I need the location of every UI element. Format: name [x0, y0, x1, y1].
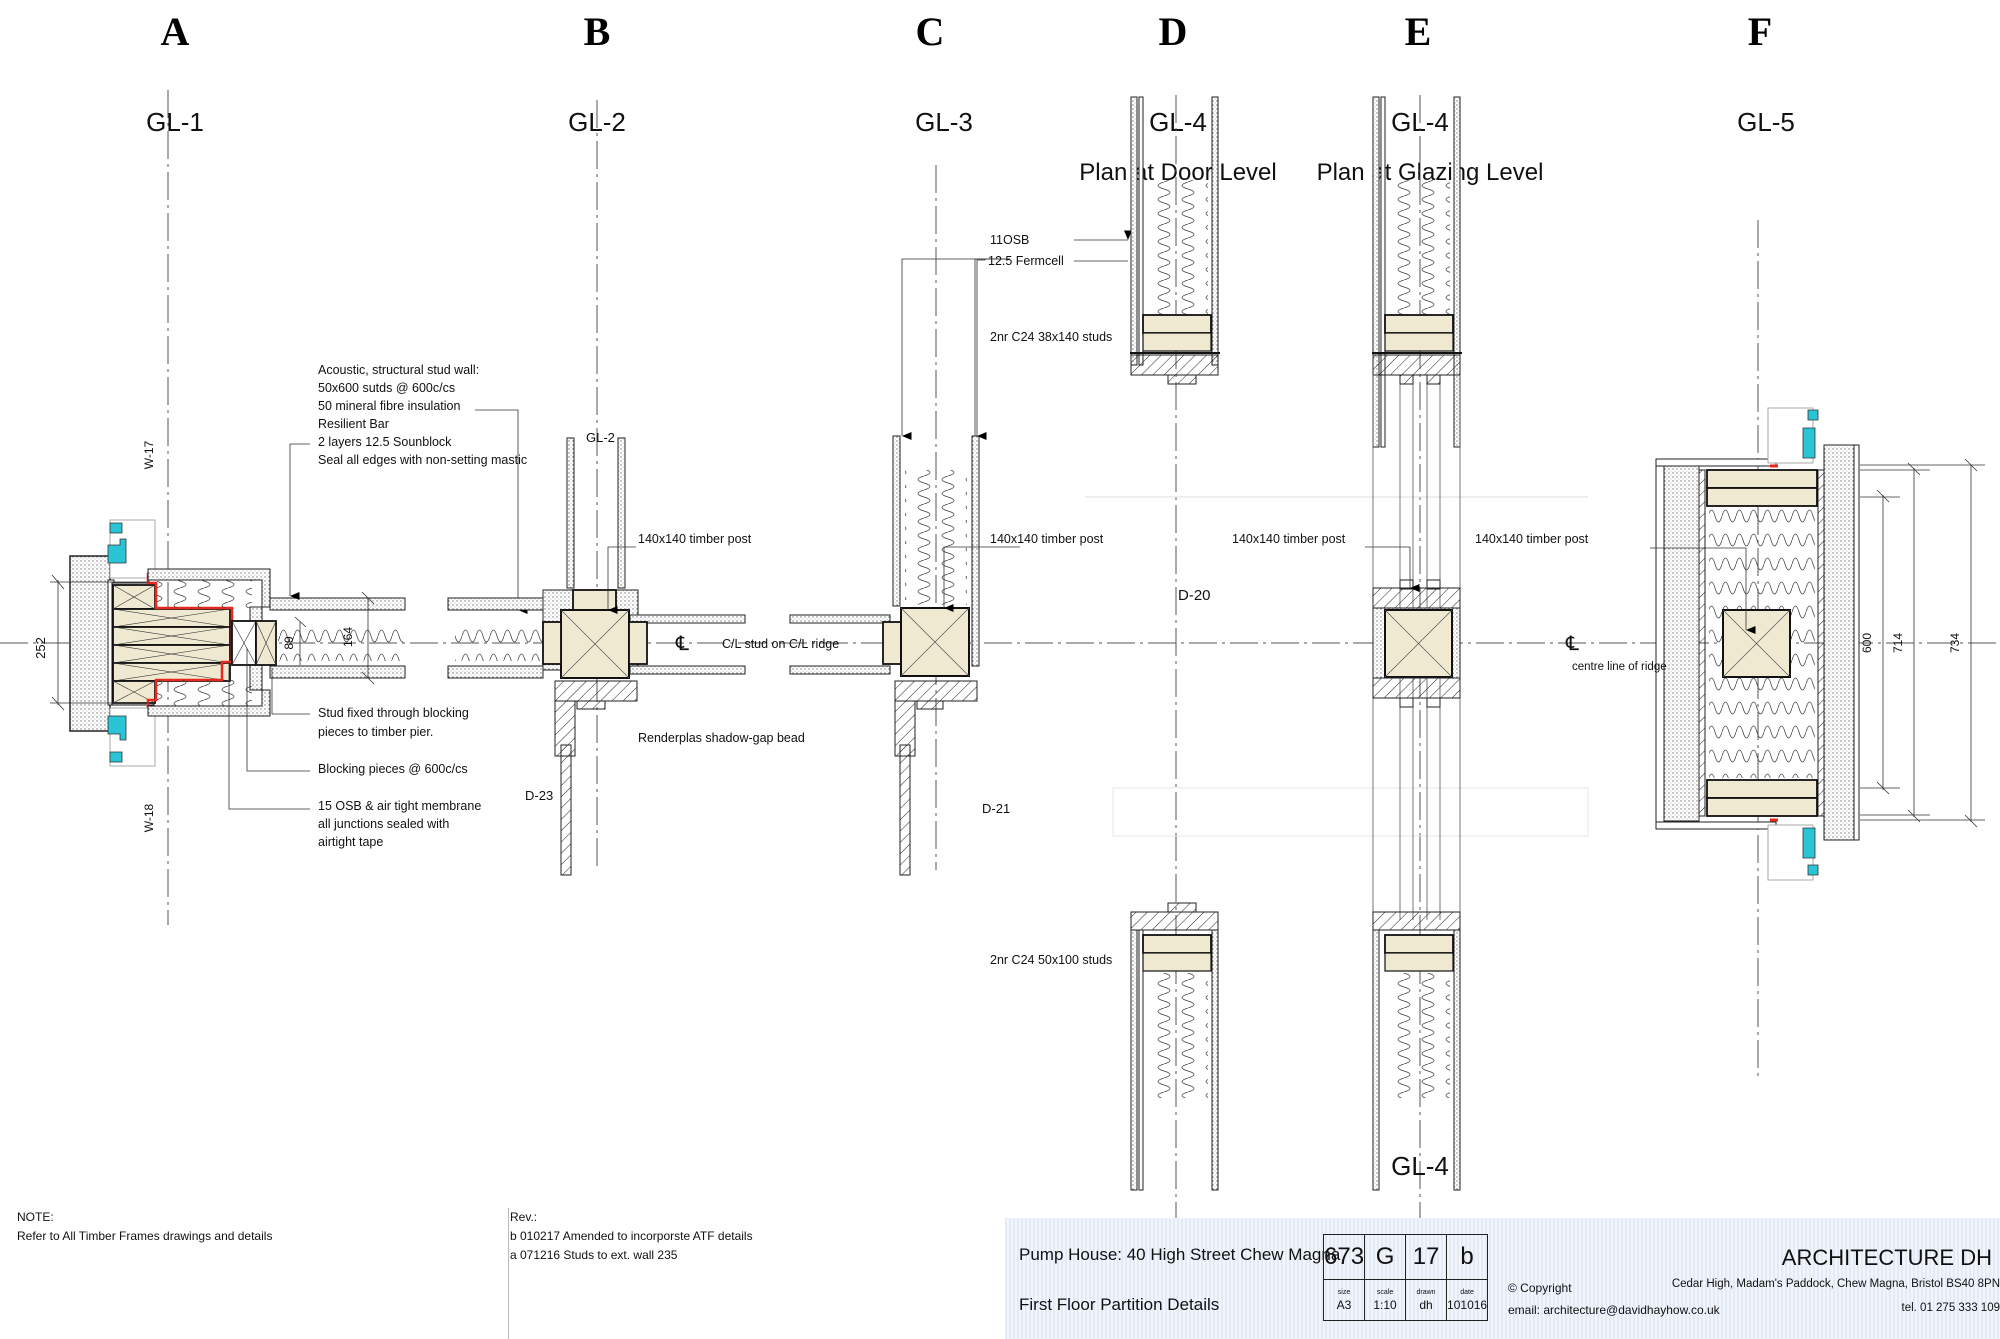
dimension-714: 714: [1891, 633, 1905, 653]
annotation-cl-stud: C/L stud on C/L ridge: [722, 637, 839, 651]
grid-label-gl4-door: GL-4: [1149, 107, 1207, 137]
revision-item: a 071216 Studs to ext. wall 235: [510, 1248, 678, 1262]
annotation-timber-post-e: 140x140 timber post: [1475, 532, 1589, 546]
revisions-heading: Rev.:: [510, 1210, 538, 1224]
centreline-symbol: ℄: [675, 633, 689, 655]
revisions-block: Rev.: b 010217 Amended to incorporste AT…: [510, 1208, 753, 1265]
notes-block: NOTE: Refer to All Timber Frames drawing…: [17, 1208, 272, 1246]
annotation-line: 50x600 sutds @ 600c/cs: [318, 381, 455, 395]
centreline-symbol-f: ℄: [1565, 633, 1579, 655]
date-value: 101016: [1447, 1297, 1488, 1312]
annotation-timber-post-c: 140x140 timber post: [990, 532, 1104, 546]
notes-heading: NOTE:: [17, 1210, 54, 1224]
annotation-line: all junctions sealed with: [318, 817, 449, 831]
dimension-600: 600: [1860, 633, 1874, 653]
annotation-stud-fixed: Stud fixed through blocking pieces to ti…: [318, 706, 469, 739]
grid-label-gl5: GL-5: [1737, 107, 1795, 137]
annotation-centre-line: centre line of ridge: [1572, 661, 1667, 673]
detail-d-gl4-door: 2nr C24 50x100 studs 140x140 timber post…: [990, 96, 1589, 1191]
column-letter-a: A: [161, 9, 190, 54]
copyright: © Copyright: [1508, 1281, 1572, 1295]
annotation-line: Stud fixed through blocking: [318, 706, 469, 720]
detail-f-gl5: 600 714 734 ℄ centre line of ridge: [1565, 407, 1985, 881]
column-headers: A B C D E F GL-1 GL-2 GL-3 GL-4 GL-4 GL-…: [146, 9, 1795, 186]
annotation-fermcell: 12.5 Fermcell: [988, 254, 1064, 268]
annotation-line: Acoustic, structural stud wall:: [318, 363, 479, 377]
annotation-studs-38x140: 2nr C24 38x140 studs: [990, 330, 1112, 344]
drawing-title: First Floor Partition Details: [1019, 1295, 1220, 1314]
column-letter-c: C: [916, 9, 945, 54]
annotation-osb-membrane: 15 OSB & air tight membrane all junction…: [318, 799, 481, 849]
firm-name: ARCHITECTURE DH: [1781, 1245, 1992, 1270]
column-letter-e: E: [1405, 9, 1432, 54]
project-name: Pump House: 40 High Street Chew Magna: [1019, 1245, 1341, 1264]
size-value: A3: [1336, 1297, 1352, 1312]
scale-value: 1:10: [1373, 1297, 1397, 1312]
dimension-89: 89: [282, 636, 296, 650]
column-letter-d: D: [1159, 9, 1188, 54]
annotation-line: 2 layers 12.5 Sounblock: [318, 435, 452, 449]
annotation-timber-post-b: 140x140 timber post: [638, 532, 752, 546]
grid-label-gl3: GL-3: [915, 107, 973, 137]
window-frame-bottom: [107, 707, 156, 767]
label-gl2-inner: GL-2: [586, 430, 615, 445]
date-caption: date: [1460, 1288, 1474, 1296]
drawing-series: G: [1364, 1234, 1407, 1280]
annotation-line: Seal all edges with non-setting mastic: [318, 453, 527, 467]
dimension-252: 252: [33, 637, 48, 659]
label-w17: W-17: [142, 440, 156, 469]
notes-text: Refer to All Timber Frames drawings and …: [17, 1229, 273, 1243]
title-block: [1005, 1218, 2000, 1339]
detail-c-gl3: 11OSB 12.5 Fermcell 2nr C24 38x140 studs…: [789, 230, 1132, 876]
annotation-timber-post-d: 140x140 timber post: [1232, 532, 1346, 546]
column-letter-f: F: [1748, 9, 1772, 54]
grid-label-gl1: GL-1: [146, 107, 204, 137]
annotation-studs-50x100: 2nr C24 50x100 studs: [990, 953, 1112, 967]
label-d23: D-23: [525, 788, 553, 803]
revision-letter: b: [1446, 1234, 1489, 1280]
firm-address: Cedar High, Madam's Paddock, Chew Magna,…: [1671, 1278, 2000, 1290]
label-d21: D-21: [982, 801, 1010, 816]
annotation-line: 15 OSB & air tight membrane: [318, 799, 481, 813]
annotation-line: Resilient Bar: [318, 417, 389, 431]
detail-b-gl2: GL-2 D-23 140x140 timber post ℄ C/L stud…: [447, 430, 839, 876]
annotation-blocking: Blocking pieces @ 600c/cs: [318, 762, 468, 776]
leaders-a: [228, 409, 528, 810]
size-caption: size: [1337, 1288, 1351, 1296]
email-link[interactable]: email: architecture@davidhayhow.co.uk: [1508, 1303, 1720, 1317]
sheet-number: 17: [1405, 1234, 1448, 1280]
label-w18: W-18: [142, 803, 156, 832]
label-d20: D-20: [1178, 587, 1211, 604]
annotation-renderplas: Renderplas shadow-gap bead: [638, 731, 805, 745]
dimension-734: 734: [1948, 633, 1962, 653]
dimension-lines-a: [50, 574, 375, 711]
revision-item: b 010217 Amended to incorporste ATF deta…: [510, 1229, 753, 1243]
dimension-164: 164: [341, 627, 355, 647]
annotation-line: 50 mineral fibre insulation: [318, 399, 460, 413]
revision-divider: [508, 1208, 509, 1339]
firm-telephone: tel. 01 275 333 109: [1901, 1302, 2000, 1314]
airtight-membrane: [146, 573, 234, 708]
detail-a-gl1: 252 89 164 W-17 W-18: [33, 409, 528, 832]
drawn-value: dh: [1419, 1297, 1433, 1312]
column-letter-b: B: [584, 9, 611, 54]
annotation-line: pieces to timber pier.: [318, 725, 433, 739]
annotations-acoustic-wall: Acoustic, structural stud wall: 50x600 s…: [318, 363, 527, 467]
window-frame-top: [107, 519, 156, 579]
timber-cross-marks: [112, 584, 231, 704]
scale-caption: scale: [1376, 1288, 1394, 1296]
annotation-line: airtight tape: [318, 835, 383, 849]
grid-label-gl4-bottom: GL-4: [1391, 1151, 1449, 1181]
annotation-11osb: 11OSB: [990, 233, 1029, 247]
detail-e-gl4-glazing: 140x140 timber post GL-4: [1365, 96, 1589, 1191]
drawn-caption: drawn: [1416, 1288, 1436, 1296]
dimension-lines-f: [1860, 458, 1985, 828]
job-number: 673: [1322, 1234, 1366, 1280]
